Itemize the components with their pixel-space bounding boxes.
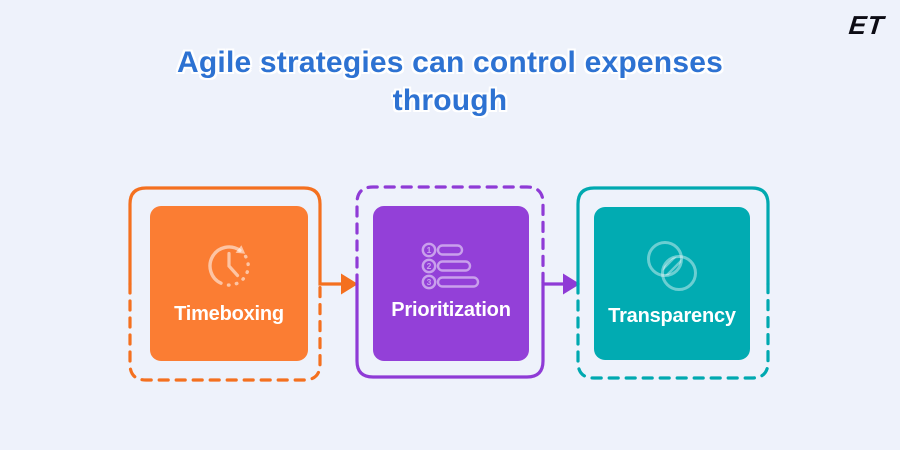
card2-border-solid	[355, 282, 568, 379]
clock-history-icon	[208, 244, 250, 287]
page-title: Agile strategies can control expenses th…	[0, 44, 900, 120]
card-label: Timeboxing	[174, 302, 284, 325]
arrow-timeboxing-to-prioritization	[341, 273, 358, 295]
arrow-prioritization-to-transparency	[563, 273, 580, 295]
priority-number-1: 1	[427, 245, 432, 255]
priority-number-3: 3	[427, 277, 432, 287]
card-label: Prioritization	[391, 298, 511, 321]
priority-list-icon: 1 2 3	[421, 242, 480, 289]
card-label: Transparency	[608, 304, 736, 327]
card-prioritization: 1 2 3 Prioritization	[373, 206, 529, 361]
title-line-2: through	[392, 84, 508, 117]
card3-border-solid	[576, 186, 770, 286]
card2-border-dashed	[355, 185, 545, 286]
title-line-1: Agile strategies can control expenses	[177, 46, 723, 79]
card3-border-dashed	[576, 282, 770, 380]
priority-number-2: 2	[427, 261, 432, 271]
card1-border-dashed	[128, 282, 322, 382]
card1-border-solid	[128, 186, 346, 286]
card-transparency: Transparency	[594, 207, 750, 360]
venn-overlap-icon	[647, 240, 697, 291]
card-timeboxing: Timeboxing	[150, 206, 308, 361]
